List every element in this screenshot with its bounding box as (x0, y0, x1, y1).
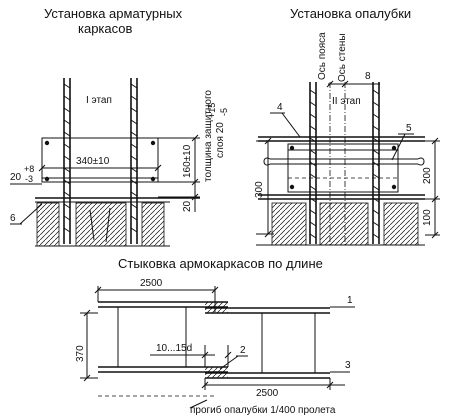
bottom-deflection-label: прогиб опалубки 1/400 пролета (190, 404, 336, 416)
left-dim-20-tol-up: +8 (24, 164, 34, 174)
right-cage (287, 143, 399, 193)
bottom-sketch: 2500 370 (75, 278, 355, 416)
cage-verticals (117, 307, 316, 373)
bottom-dim-2500-bottom: 2500 (256, 388, 279, 399)
left-dim-20: 20 (10, 172, 22, 183)
left-cover-tol-down: -5 (219, 108, 229, 116)
left-cover-tol-up: +15 (207, 103, 217, 118)
right-dim-100: 100 (422, 209, 433, 226)
left-cover-label-line2: слоя 20 (215, 122, 226, 158)
right-cage-node (391, 145, 397, 151)
left-cage-node (150, 176, 156, 182)
right-stage-label: II этап (332, 96, 361, 107)
title-splicing: Стыковка армокаркасов по длине (118, 256, 323, 271)
title-rebar-line2: каркасов (78, 21, 133, 36)
title-formwork: Установка опалубки (290, 6, 411, 21)
right-cage-node (289, 184, 295, 190)
left-dim-20-tol-down: -3 (25, 174, 33, 184)
title-rebar-line1: Установка арматурных (44, 6, 183, 21)
formwork-top-board (258, 136, 425, 142)
left-cage-node (44, 140, 50, 146)
bottom-lap-label: 10...15d (156, 343, 192, 354)
formwork-bottom-board (258, 194, 425, 200)
top-chord (98, 301, 330, 314)
bottom-dim-370: 370 (75, 345, 86, 362)
bottom-callout-2: 2 (240, 345, 246, 356)
right-dim-8: 8 (365, 71, 371, 82)
bottom-dim-2500-top: 2500 (140, 278, 163, 289)
left-cage-node (44, 176, 50, 182)
left-vertical-bars (63, 78, 138, 244)
left-stage-label: I этап (86, 95, 112, 106)
right-cage-node (289, 145, 295, 151)
left-callout-6: 6 (10, 213, 16, 224)
axis-wall-label: Ось стены (337, 33, 348, 82)
right-sketch: Ось пояса Ось стены 8 II этап (254, 32, 440, 246)
right-dim-200: 200 (422, 167, 433, 184)
left-wall-blocks (36, 202, 165, 247)
left-sketch: I этап 340±10 20 +8 -3 160±10 20 толщина… (10, 78, 229, 247)
right-dim-300: 300 (254, 181, 265, 198)
left-cage-node (150, 140, 156, 146)
bottom-chord (98, 366, 330, 379)
axis-belt-label: Ось пояса (317, 32, 328, 80)
left-cover-label-line1: толщина защитного (203, 90, 214, 182)
right-wall-blocks (271, 202, 419, 246)
right-vertical-bars (309, 82, 380, 244)
left-cage (41, 137, 159, 183)
right-callout-5: 5 (406, 123, 412, 134)
right-cage-node (391, 184, 397, 190)
bottom-callout-3: 3 (345, 360, 351, 371)
right-callout-4: 4 (277, 102, 283, 113)
left-dim-160: 160±10 (182, 144, 193, 178)
bottom-callout-1: 1 (347, 295, 353, 306)
left-dim-20-bottom: 20 (182, 200, 193, 212)
left-dim-340: 340±10 (76, 156, 110, 167)
